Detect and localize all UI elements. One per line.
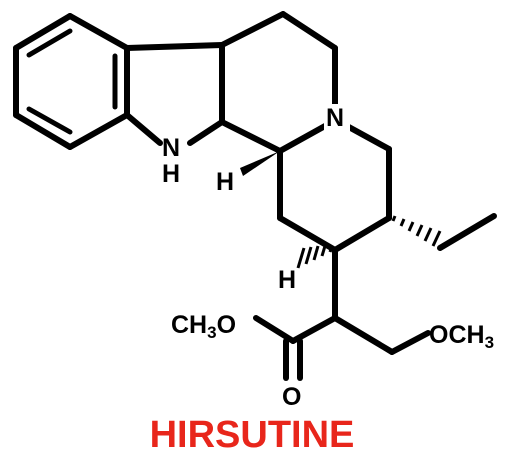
atom-label-indole-h: H xyxy=(162,160,180,188)
bond-benzene-double-1 xyxy=(26,28,73,58)
atom-label-ether-och: OCH xyxy=(429,321,485,349)
bond-c-ester-ch2 xyxy=(277,215,338,253)
bond-ethyl-ch2-ch3 xyxy=(437,213,497,251)
atom-label-methyl-ester: CH3O xyxy=(171,311,236,342)
bond-benzene-6 xyxy=(13,13,73,51)
bond-benzene-4 xyxy=(13,112,73,150)
bond-benzene-double-2 xyxy=(26,106,73,135)
atom-label-ring-n: N xyxy=(326,104,344,132)
bond-c-ethyl-c-ester xyxy=(332,215,392,253)
atom-label-ether-subscript: 3 xyxy=(485,333,494,352)
atom-label-ester-o: O xyxy=(217,311,236,339)
atom-label-carbonyl-o: O xyxy=(282,383,301,411)
atom-label-methoxy: OCH3 xyxy=(429,321,494,352)
bond-ch-ch2 xyxy=(332,315,395,355)
wedge-bond-h-upper xyxy=(240,151,280,176)
bond-c3-ch2 xyxy=(219,11,286,48)
hashed-bond-h-lower xyxy=(296,245,334,269)
bond-n1-c2 xyxy=(187,119,225,146)
bond-benzene-3 xyxy=(67,112,130,150)
bond-carbonyl-o-ester xyxy=(253,315,296,344)
benzene-ring xyxy=(13,13,130,150)
bond-c12b-n4 xyxy=(277,123,328,154)
atom-label-ester-subscript: 3 xyxy=(207,323,216,342)
hashed-bond-ethyl xyxy=(391,215,442,247)
bond-ch-carbonyl xyxy=(290,315,338,344)
bond-n4-ch2 xyxy=(344,123,392,152)
bond-c7a-n1 xyxy=(124,112,163,146)
atom-label-ester-ch: CH xyxy=(171,311,207,339)
indoline-ring xyxy=(124,42,225,146)
bond-ch2-ch2 xyxy=(280,11,338,51)
tetrahydropyridine-ring xyxy=(219,11,338,154)
atom-label-indole-n: N xyxy=(162,134,180,162)
compound-title: HIRSUTINE xyxy=(150,414,355,452)
atom-label-h-upper: H xyxy=(216,168,234,196)
side-chain xyxy=(253,247,431,381)
bond-ch2-o-ether xyxy=(389,330,431,355)
bond-c3a-c3 xyxy=(124,42,225,51)
bond-c2-c12b xyxy=(219,119,283,154)
bond-benzene-1 xyxy=(67,13,130,51)
quinolizidine-ring xyxy=(277,123,392,253)
atom-label-h-lower: H xyxy=(278,266,296,294)
